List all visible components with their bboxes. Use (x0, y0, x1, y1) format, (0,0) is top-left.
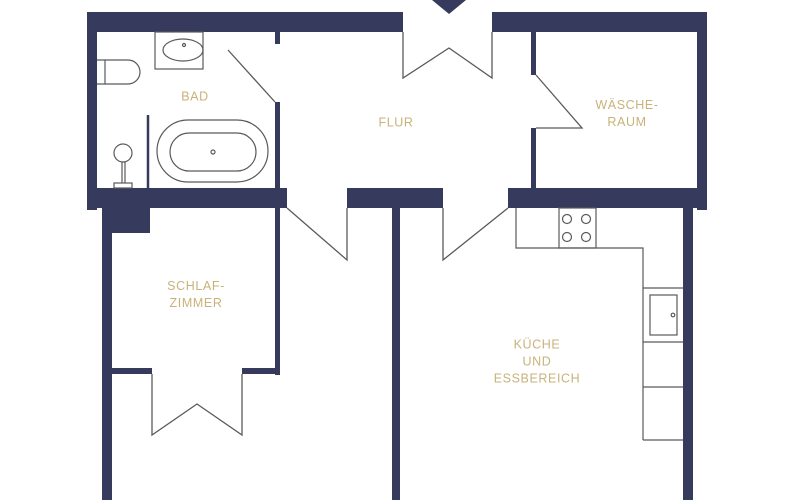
room-label-bad: BAD (181, 89, 209, 104)
kitchen-fixtures (515, 207, 683, 441)
bathroom-fixtures (97, 31, 269, 189)
room-label-flur: FLUR (378, 115, 414, 130)
room-label-schlafzimmer: SCHLAF- ZIMMER (167, 279, 225, 310)
door-swings (151, 32, 584, 437)
room-label-waescheraum: WÄSCHE- RAUM (595, 98, 659, 129)
room-label-kueche: KÜCHE UND ESSBEREICH (493, 337, 581, 386)
walls (87, 0, 707, 500)
